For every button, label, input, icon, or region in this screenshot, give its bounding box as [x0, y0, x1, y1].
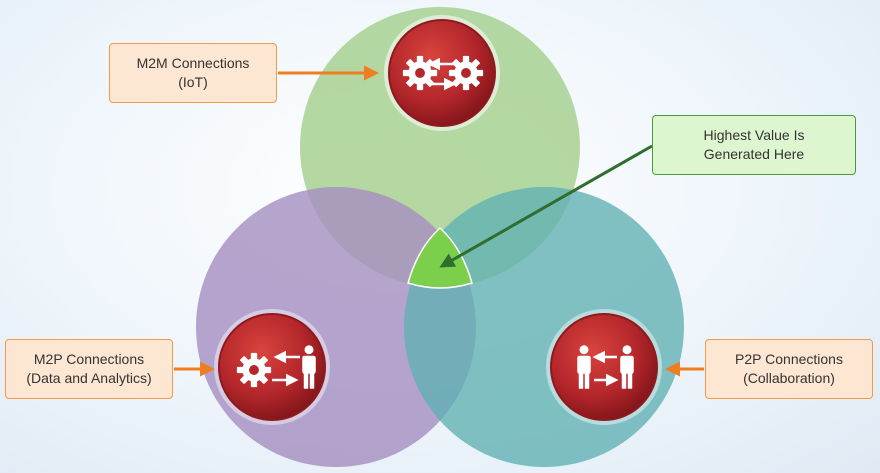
callout-m2m-connections: M2M Connections (IoT) [109, 43, 277, 103]
callout-p2p-connections: P2P Connections (Collaboration) [705, 339, 873, 399]
p2p-icon-badge [546, 309, 662, 425]
callout-m2p-connections: M2P Connections (Data and Analytics) [5, 339, 173, 399]
gear-icon [448, 55, 484, 91]
arrow-highest-value [439, 144, 653, 268]
callout-highest-line2: Generated Here [703, 146, 805, 162]
callout-m2m-title: M2M Connections [136, 55, 250, 71]
callout-p2p-title: P2P Connections [735, 351, 843, 367]
callout-highest-value: Highest Value Is Generated Here [652, 115, 856, 175]
callout-m2m-subtitle: (IoT) [178, 74, 208, 90]
callout-p2p-subtitle: (Collaboration) [743, 370, 835, 386]
callout-m2p-title: M2P Connections [33, 351, 145, 367]
m2m-icon-badge [384, 15, 500, 131]
callout-m2p-subtitle: (Data and Analytics) [26, 370, 152, 386]
gear-icon [236, 352, 272, 388]
m2p-icon-badge [214, 309, 330, 425]
callout-highest-line1: Highest Value Is [703, 127, 805, 143]
